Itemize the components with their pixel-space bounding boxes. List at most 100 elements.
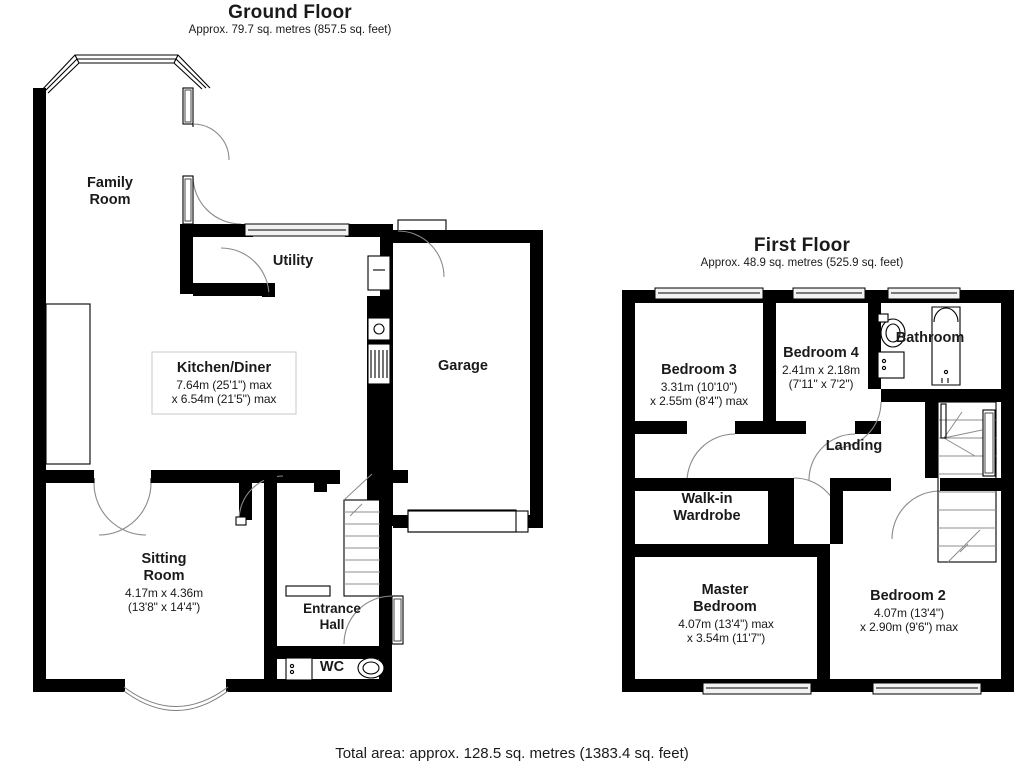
room-label-bedroom-3: Bedroom 3 bbox=[661, 362, 737, 378]
wall-stair-top bbox=[380, 470, 408, 483]
wall-garage-right bbox=[530, 230, 543, 515]
door-swing-family-utility bbox=[192, 175, 242, 225]
first-floor-plan bbox=[622, 287, 1014, 695]
room-label-sitting-room: Sitting Room bbox=[141, 551, 187, 585]
wall-b2-top-b bbox=[940, 478, 1001, 491]
wall-b3-b4 bbox=[763, 303, 776, 421]
bathroom-basin bbox=[877, 351, 905, 379]
wall-bath-bottom-b bbox=[940, 389, 1001, 402]
door-swing-bedroom-2 bbox=[891, 490, 941, 540]
door-swing-sitting-a bbox=[93, 482, 147, 536]
kitchen-label-box bbox=[151, 351, 297, 415]
room-label-garage: Garage bbox=[438, 358, 488, 374]
window-bedroom-4 bbox=[792, 287, 866, 300]
wall-sitting-bottom-right bbox=[226, 679, 264, 692]
room-label-landing: Landing bbox=[825, 438, 883, 454]
room-label-master-bedroom: Master Bedroom bbox=[693, 582, 757, 616]
room-dims-sitting-room: 4.17m x 4.36m (13'8" x 14'4") bbox=[124, 586, 204, 615]
wall-master-b2 bbox=[817, 544, 830, 679]
stair-window-pane bbox=[984, 412, 994, 474]
bay-window-family-room bbox=[39, 54, 211, 94]
wall-kitchen-bottom-a bbox=[46, 470, 94, 483]
room-label-bedroom-2: Bedroom 2 bbox=[870, 588, 946, 604]
wc-toilet bbox=[357, 657, 385, 679]
wc-fixtures bbox=[285, 657, 385, 681]
wall-b3-bottom-a bbox=[635, 421, 687, 434]
door-swing-utility bbox=[220, 247, 270, 297]
kitchen-counter bbox=[45, 303, 91, 465]
wall-left-lower bbox=[33, 502, 46, 692]
wall-utility-bottom bbox=[193, 283, 269, 296]
wall-family-right bbox=[180, 224, 193, 294]
wall-stair-stub bbox=[327, 470, 340, 484]
ground-floor-subtitle: Approx. 79.7 sq. metres (857.5 sq. feet) bbox=[188, 24, 392, 36]
wall-left-upper bbox=[33, 88, 46, 470]
wall-wardrobe-right bbox=[768, 478, 781, 544]
door-swing-front bbox=[343, 595, 393, 645]
wall-kitchen-bottom-b bbox=[151, 470, 239, 483]
wall-hall-wc-divider bbox=[264, 646, 392, 659]
under-stairs-store bbox=[407, 509, 517, 533]
wall-stairwell-left bbox=[925, 402, 938, 478]
room-label-bedroom-4: Bedroom 4 bbox=[783, 345, 859, 361]
total-area-footer: Total area: approx. 128.5 sq. metres (13… bbox=[335, 745, 689, 762]
fixture-boiler bbox=[367, 255, 391, 291]
garage-door-opening bbox=[408, 512, 528, 531]
wall-b2-top-a bbox=[843, 478, 891, 491]
door-swing-bedroom-4 bbox=[808, 433, 856, 481]
wall-wc-right bbox=[379, 652, 392, 684]
room-label-entrance-hall: Entrance Hall bbox=[303, 601, 361, 632]
wall-hall-top-stub bbox=[314, 470, 327, 492]
window-bedroom-3 bbox=[654, 287, 764, 300]
door-swing-garage bbox=[397, 230, 445, 278]
wall-wardrobe-bottom-a bbox=[635, 544, 715, 557]
front-door-panel bbox=[393, 598, 402, 642]
window-bathroom bbox=[887, 287, 961, 300]
door-hinge-hall bbox=[235, 516, 247, 526]
wall-hall-left bbox=[264, 470, 277, 652]
wall-landing-master bbox=[781, 478, 794, 544]
wall-b4-bottom-r bbox=[855, 421, 881, 434]
fixture-sink bbox=[367, 317, 391, 341]
window-pane-family bbox=[184, 89, 192, 123]
door-swing-family-top bbox=[192, 123, 230, 161]
wall-wardrobe-top bbox=[635, 478, 781, 491]
wall-left-mid bbox=[33, 470, 46, 502]
room-label-bathroom: Bathroom bbox=[895, 330, 965, 346]
first-floor-subtitle: Approx. 48.9 sq. metres (525.9 sq. feet) bbox=[700, 257, 904, 269]
door-swing-bathroom bbox=[834, 401, 882, 449]
window-master-bedroom bbox=[702, 682, 812, 695]
window-pane-family-side bbox=[184, 178, 192, 222]
room-dims-master-bedroom: 4.07m (13'4") max x 3.54m (11'7") bbox=[678, 617, 774, 646]
first-floor-title: First Floor bbox=[753, 235, 851, 256]
room-label-family-room: Family Room bbox=[87, 175, 133, 209]
room-label-kitchen-diner: Kitchen/Diner bbox=[176, 360, 272, 376]
bathroom-cistern bbox=[877, 313, 889, 323]
room-label-wc: WC bbox=[319, 659, 345, 675]
staircase-ground bbox=[343, 473, 381, 597]
wall-utility-top-left bbox=[193, 224, 253, 237]
wall-wardrobe-bottom-b bbox=[715, 544, 781, 557]
room-dims-bedroom-4: 2.41m x 2.18m (7'11" x 7'2") bbox=[781, 363, 861, 392]
wall-hall-right bbox=[379, 500, 392, 652]
wall-sitting-bottom-left bbox=[33, 679, 125, 692]
hall-radiator bbox=[285, 585, 331, 597]
room-dims-bedroom-2: 4.07m (13'4") x 2.90m (9'6") max bbox=[859, 606, 959, 635]
bathroom-toilet bbox=[880, 318, 906, 348]
ground-floor-title: Ground Floor bbox=[228, 2, 352, 23]
room-dims-bedroom-3: 3.31m (10'10") x 2.55m (8'4") max bbox=[649, 380, 749, 409]
window-bedroom-2 bbox=[872, 682, 982, 695]
door-swing-sitting-b bbox=[98, 482, 152, 536]
wc-basin bbox=[285, 657, 313, 681]
wall-garage-top bbox=[393, 230, 543, 243]
bathroom-bath bbox=[931, 306, 961, 386]
ground-floor-plan bbox=[33, 54, 543, 711]
room-label-walk-in-wardrobe: Walk-in Wardrobe bbox=[673, 491, 741, 525]
window-utility bbox=[244, 223, 350, 237]
wall-wc-bottom bbox=[264, 679, 392, 692]
wall-master-top bbox=[781, 544, 830, 557]
bathroom-fixtures bbox=[877, 306, 961, 386]
wall-bath-bottom-a bbox=[881, 389, 953, 402]
wall-ff-right bbox=[1001, 290, 1014, 692]
